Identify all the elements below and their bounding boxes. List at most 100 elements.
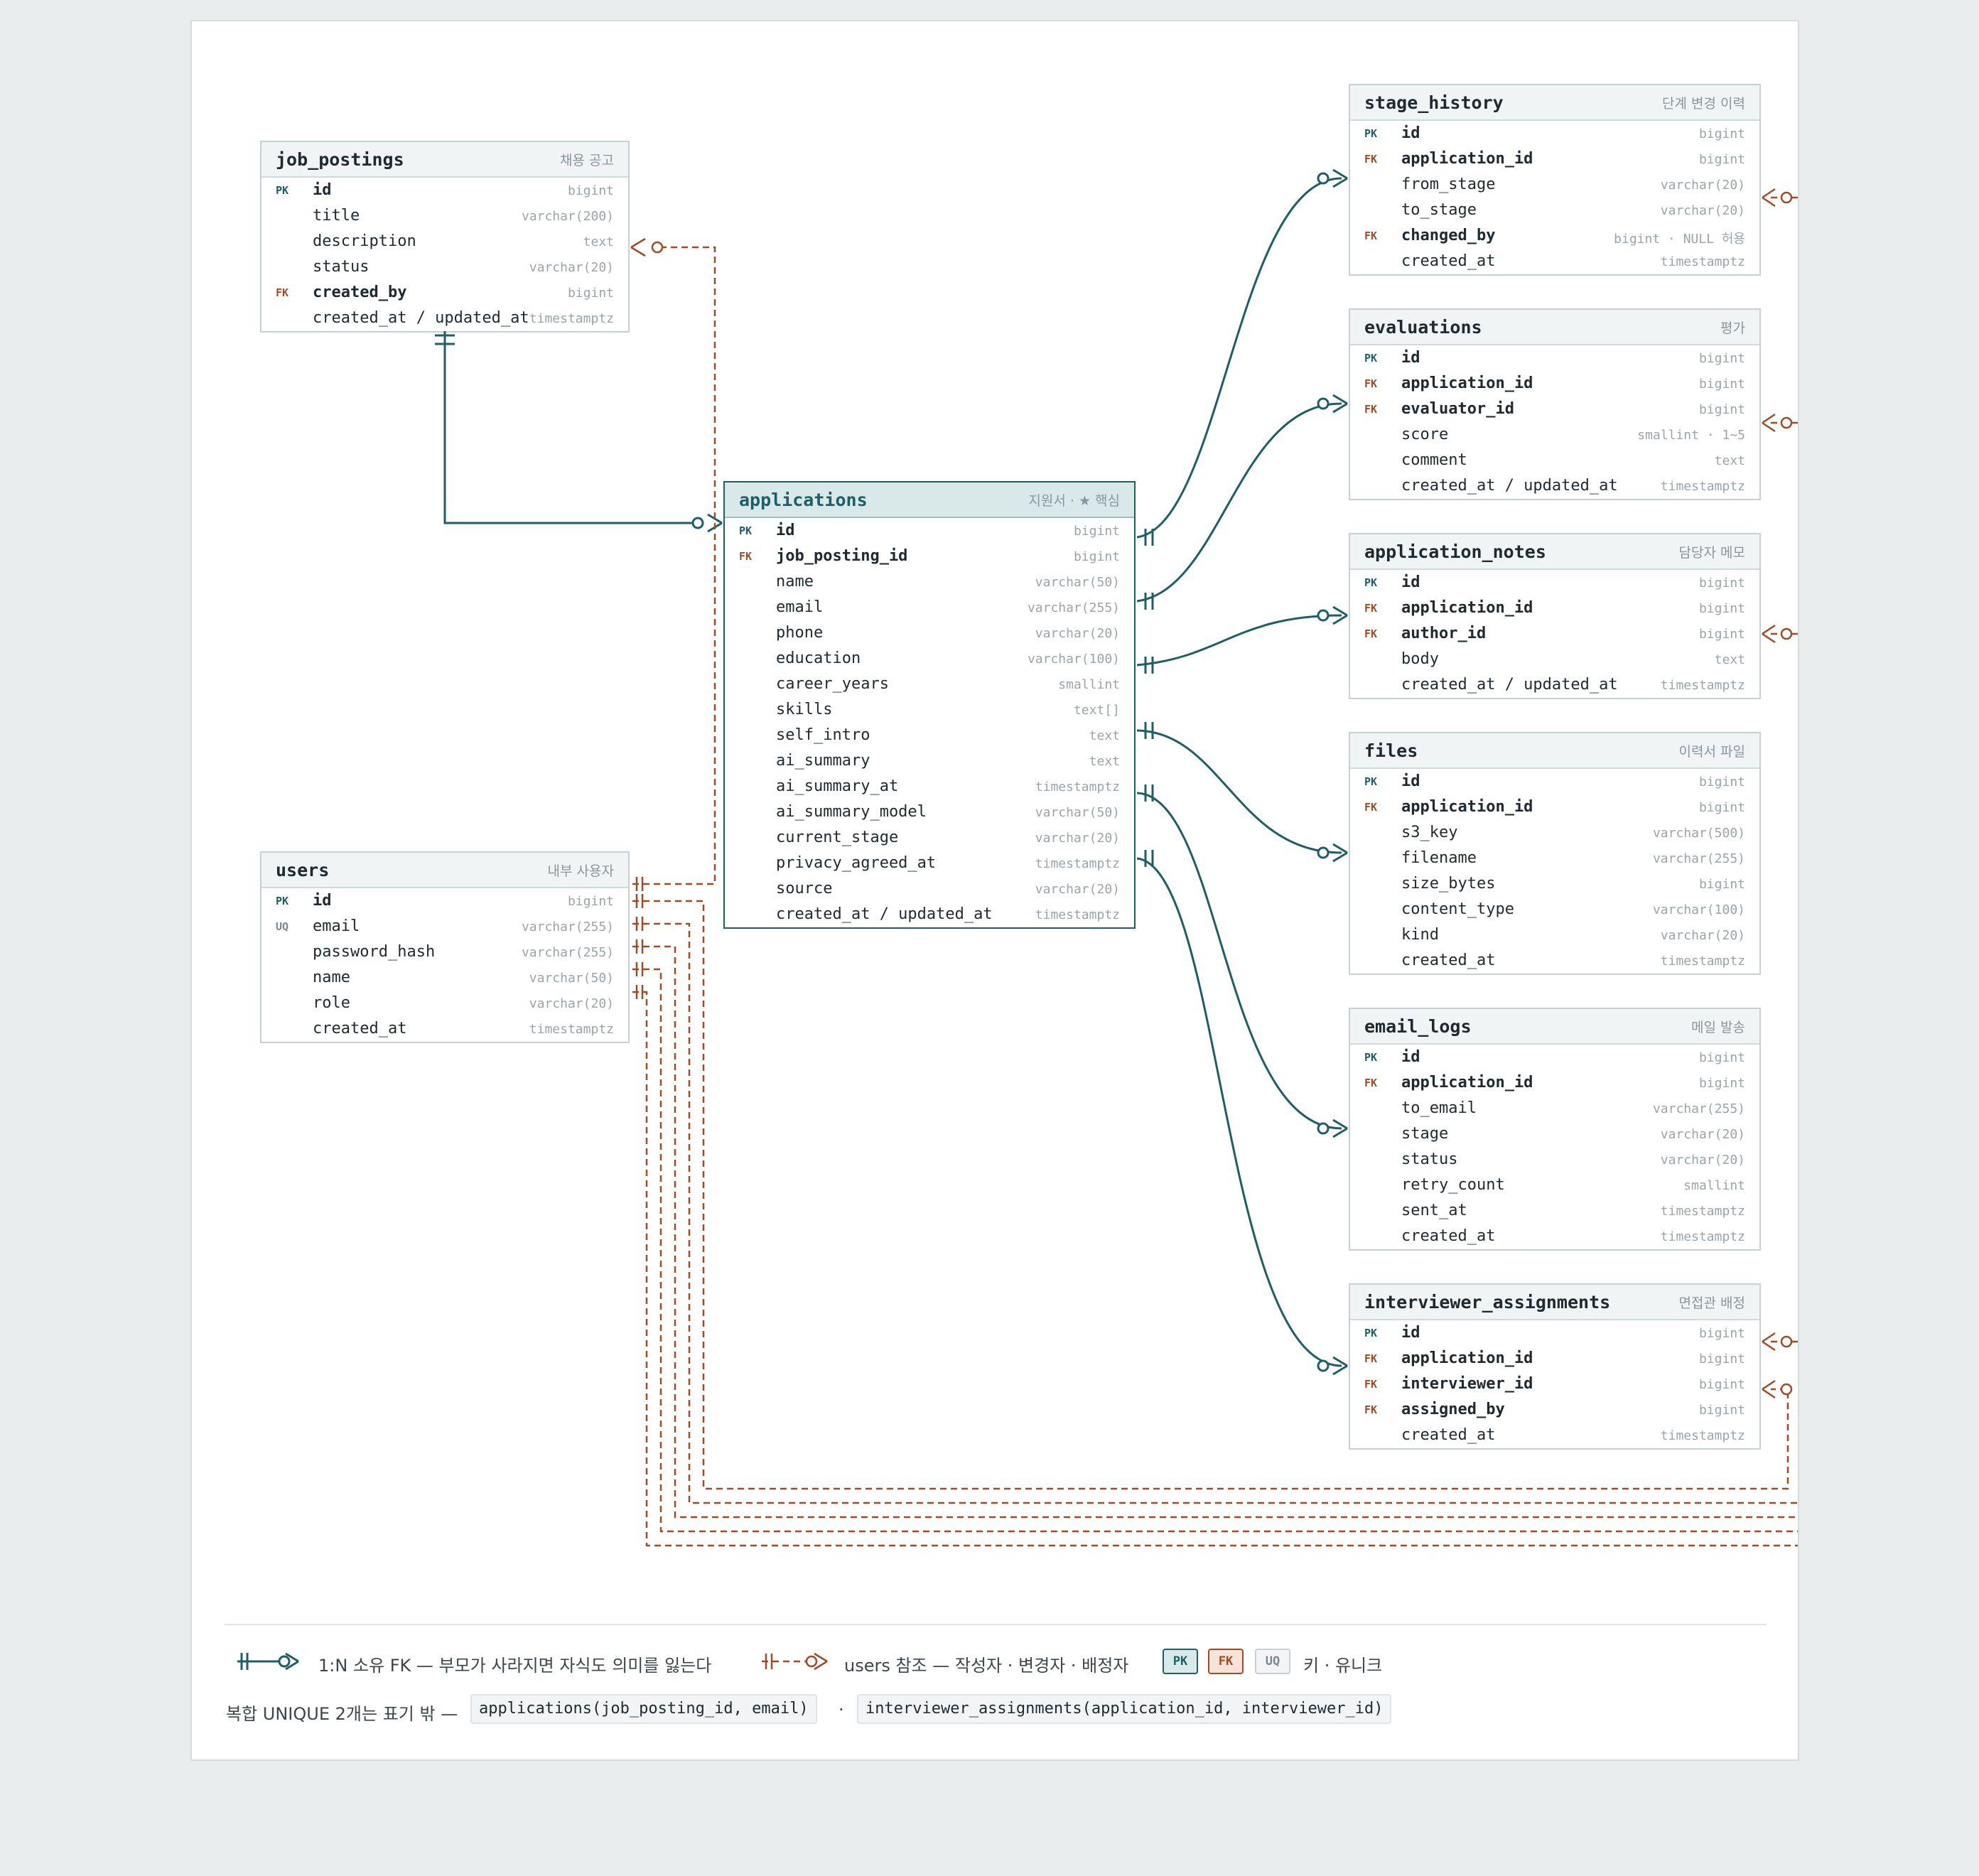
column-name: created_at / updated_at (776, 905, 993, 923)
column-type: varchar(20) (529, 996, 614, 1011)
column-name: description (313, 232, 416, 250)
key-badge: FK (1364, 602, 1378, 615)
column-name: body (1401, 650, 1439, 668)
column-type: timestamptz (1035, 856, 1120, 871)
column-type: bigint (1698, 152, 1745, 167)
legend-badge-fk: FK (1208, 1649, 1244, 1674)
column-name: self_intro (776, 726, 870, 744)
table-row[interactable]: created_at timestamptz (1350, 1224, 1759, 1249)
table-row[interactable]: body text (1350, 647, 1759, 672)
column-type: timestamptz (1660, 678, 1745, 693)
column-type: bigint (1698, 1352, 1745, 1366)
column-type: varchar(500) (1652, 826, 1745, 841)
column-name: comment (1401, 451, 1467, 469)
table-name: applications (739, 489, 868, 510)
column-name: created_at (1401, 1227, 1496, 1245)
column-type: text (1714, 652, 1745, 667)
column-name: changed_by (1401, 227, 1496, 244)
column-type: timestamptz (1660, 1229, 1745, 1244)
column-type: varchar(255) (1027, 600, 1120, 615)
column-type: timestamptz (1660, 479, 1745, 494)
